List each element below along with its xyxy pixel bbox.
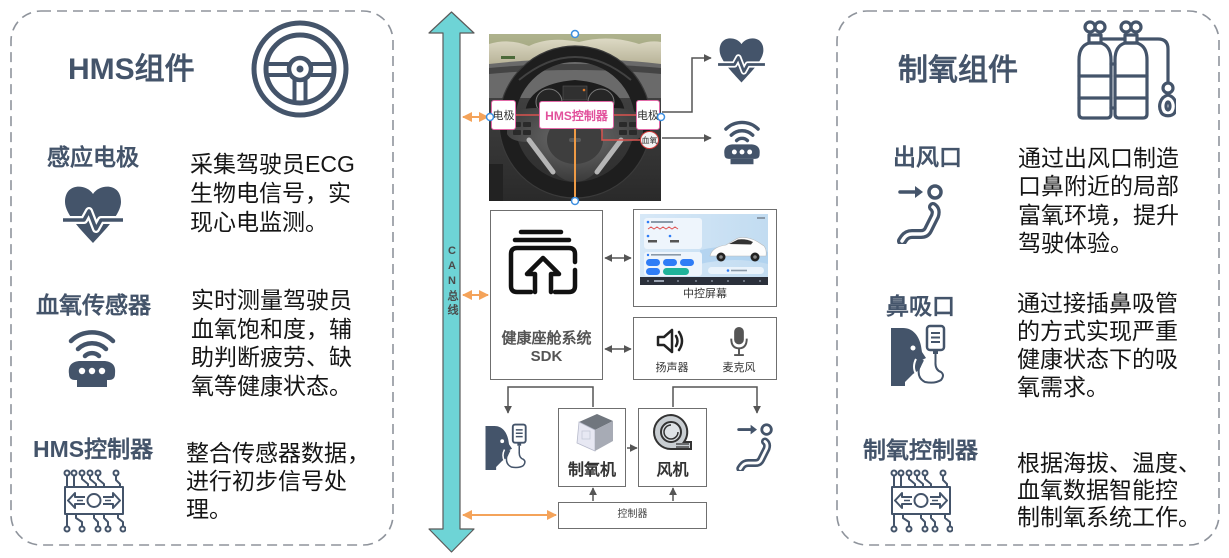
item-description-electrode: 采集驾驶员ECG 生物电信号，实 现心电监测。	[190, 150, 355, 237]
item-description-hms-controller: 整合传感器数据， 进行初步信号处 理。	[186, 439, 370, 523]
description-line: 现心电监测。	[190, 209, 328, 235]
heart-pulse-icon	[63, 186, 123, 243]
central-screen-box: 中控屏幕	[633, 209, 777, 307]
item-description-nasal-port: 通过接插鼻吸管 的方式实现严重 健康状态下的吸 氧需求。	[1017, 289, 1178, 401]
panel-title: 制氧组件	[898, 54, 1018, 87]
screen-preview-image	[640, 214, 768, 285]
description-line: 生物电信号，实	[190, 180, 351, 206]
description-line: 的方式实现严重	[1017, 318, 1178, 344]
description-line: 通过出风口制造	[1018, 145, 1179, 171]
description-line: 血氧数据智能控	[1017, 477, 1178, 503]
description-line: 健康状态下的吸	[1017, 346, 1178, 372]
panel-dashed-border	[10, 10, 394, 546]
app-upload-icon	[508, 229, 578, 295]
oxygen-tank-icon	[1077, 20, 1176, 120]
circuit-chip-icon	[63, 469, 126, 533]
description-line: 氧等健康状态。	[191, 372, 352, 399]
oxygen-generator-image	[576, 414, 613, 452]
fan-box: 风机	[638, 408, 707, 487]
oxygen-generator-label: 制氧机	[567, 462, 616, 479]
item-description-oxygen-controller: 根据海拔、温度、 血氧数据智能控 制制氧系统工作。	[1017, 450, 1201, 531]
hms-controller-tag: HMS控制器	[539, 101, 614, 129]
audio-devices-box: 扬声器 麦克风	[633, 317, 777, 380]
nasal-cannula-icon	[891, 324, 946, 386]
description-line: 驾驶体验。	[1018, 229, 1133, 256]
central-screen-label: 中控屏幕	[683, 288, 727, 300]
description-line: 整合传感器数据，	[186, 440, 370, 466]
sdk-title: 健康座舱系统	[501, 330, 592, 347]
controller-label: 控制器	[617, 509, 648, 520]
item-label-air-vent: 出风口	[893, 144, 962, 170]
description-line: 口鼻附近的局部	[1018, 173, 1179, 200]
item-description-air-vent: 通过出风口制造 口鼻附近的局部 富氧环境，提升 驾驶体验。	[1018, 144, 1179, 257]
wireless-sensor-icon	[68, 330, 116, 387]
hms-components-panel: HMS组件 感应电极 采集驾驶员ECG 生物电信号，实 现心电监测。 血氧传感器	[10, 10, 394, 546]
description-line: 采集驾驶员ECG	[190, 151, 355, 177]
item-description-spo2-sensor: 实时测量驾驶员 血氧饱和度，辅 助判断疲劳、缺 氧等健康状态。	[191, 286, 352, 400]
oxygen-generator-box: 制氧机	[558, 408, 626, 487]
description-line: 制制氧系统工作。	[1017, 504, 1201, 530]
blower-fan-icon	[653, 413, 692, 450]
wireless-sensor-icon	[724, 120, 760, 165]
electrode-left-tag: 电极	[491, 100, 516, 130]
spo2-sensor-tag: 血氧	[640, 131, 659, 149]
microphone-icon	[730, 326, 748, 357]
description-line: 理。	[186, 496, 232, 522]
panel-title: HMS组件	[68, 53, 195, 86]
speaker-icon	[656, 328, 684, 354]
fan-label: 风机	[656, 462, 689, 479]
oxygen-components-panel: 制氧组件 出风口 通过出风口制造 口鼻附近的局部 富氧环境，提升 驾驶体	[836, 10, 1220, 546]
item-label-nasal-port: 鼻吸口	[886, 293, 955, 319]
heart-pulse-icon	[718, 38, 765, 83]
description-line: 氧需求。	[1017, 374, 1109, 400]
steering-wheel-icon	[251, 20, 349, 118]
seat-airflow-icon	[897, 184, 943, 244]
seat-airflow-icon	[736, 423, 773, 471]
electrode-right-tag: 电极	[636, 100, 660, 130]
can-bus-label: CAN总线	[446, 245, 458, 318]
health-cockpit-sdk-box: 健康座舱系统 SDK	[490, 210, 603, 380]
circuit-chip-icon	[890, 469, 953, 533]
description-line: 富氧环境，提升	[1018, 201, 1179, 228]
link-electrode-to-ecg	[662, 54, 712, 113]
description-line: 通过接插鼻吸管	[1017, 290, 1178, 316]
description-line: 实时测量驾驶员	[191, 287, 352, 313]
description-line: 进行初步信号处	[186, 468, 347, 494]
panel-dashed-border	[836, 10, 1220, 546]
nasal-cannula-icon	[485, 423, 527, 470]
item-label-spo2-sensor: 血氧传感器	[36, 292, 151, 318]
item-label-oxygen-controller: 制氧控制器	[863, 437, 978, 463]
item-label-electrode: 感应电极	[47, 144, 139, 170]
speaker-label: 扬声器	[655, 362, 689, 374]
description-line: 血氧饱和度，辅	[191, 315, 352, 342]
description-line: 助判断疲劳、缺	[191, 344, 352, 370]
description-line: 根据海拔、温度、	[1017, 450, 1201, 476]
controller-box: 控制器	[558, 502, 707, 529]
microphone-label: 麦克风	[722, 362, 756, 374]
item-label-hms-controller: HMS控制器	[33, 436, 154, 462]
sdk-subtitle: SDK	[530, 348, 563, 365]
